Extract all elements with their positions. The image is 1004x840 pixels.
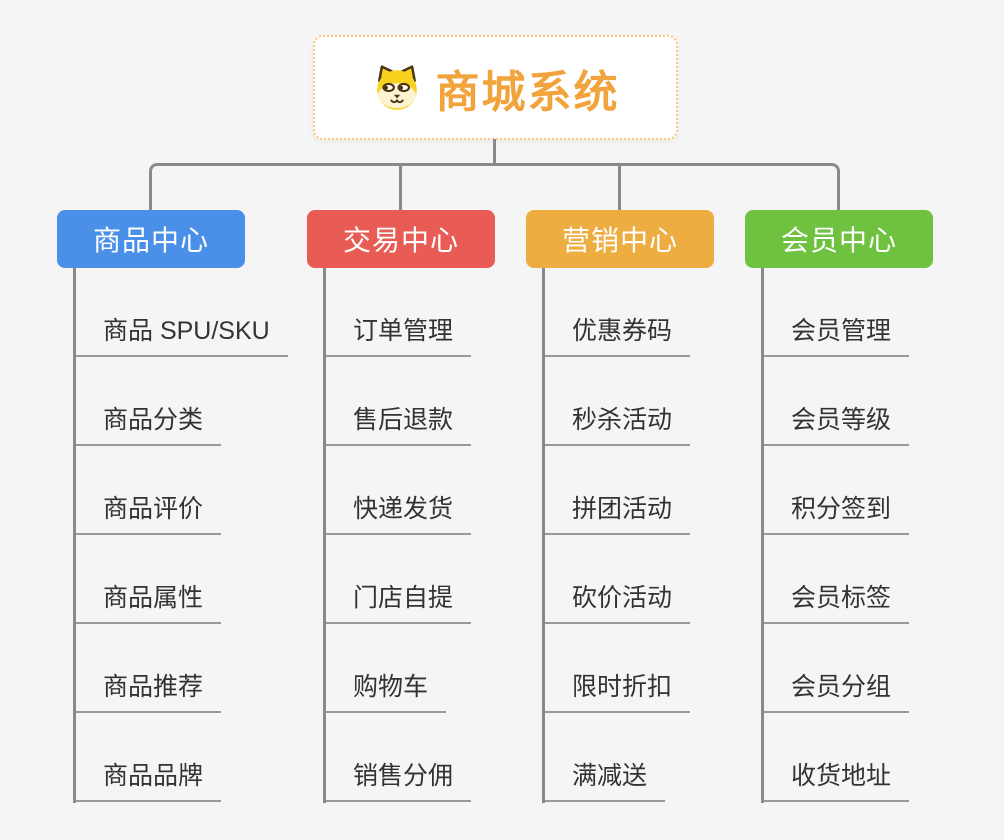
branch-item-label: 秒杀活动 (542, 400, 691, 446)
branch-label: 会员中心 (780, 225, 897, 256)
branch-column-4: 会员中心 会员管理 会员等级 积分签到 会员标签 会员分组 收货地址 (745, 210, 933, 803)
branch-item-label: 会员管理 (761, 311, 910, 357)
branch-header[interactable]: 交易中心 (307, 210, 495, 268)
branch-item-label: 限时折扣 (542, 667, 691, 713)
dog-icon (372, 63, 422, 113)
branch-item-label: 商品推荐 (73, 667, 222, 713)
branch-header[interactable]: 商品中心 (57, 210, 245, 268)
branch-item-label: 销售分佣 (323, 756, 472, 802)
branch-item[interactable]: 商品品牌 (57, 713, 245, 802)
branch-item[interactable]: 销售分佣 (307, 713, 495, 802)
branch-item-label: 快递发货 (323, 489, 472, 535)
branch-item-label: 商品评价 (73, 489, 222, 535)
branch-label: 交易中心 (342, 225, 459, 256)
branch-item-label: 售后退款 (323, 400, 472, 446)
branch-item[interactable]: 优惠券码 (526, 268, 714, 357)
branch-item[interactable]: 砍价活动 (526, 535, 714, 624)
branch-item-label: 门店自提 (323, 578, 472, 624)
branch-item[interactable]: 购物车 (307, 624, 495, 713)
branch-vertical-line (323, 268, 326, 803)
branch-item[interactable]: 限时折扣 (526, 624, 714, 713)
branch-item[interactable]: 商品 SPU/SKU (57, 268, 288, 357)
branch-item[interactable]: 商品属性 (57, 535, 245, 624)
branch-items: 订单管理 售后退款 快递发货 门店自提 购物车 销售分佣 (307, 268, 495, 802)
connector-root-stub (493, 139, 496, 164)
branch-item[interactable]: 门店自提 (307, 535, 495, 624)
branch-item-label: 商品 SPU/SKU (73, 311, 288, 357)
branch-vertical-line (542, 268, 545, 803)
branch-vertical-line (761, 268, 764, 803)
branch-column-3: 营销中心 优惠券码 秒杀活动 拼团活动 砍价活动 限时折扣 满减送 (526, 210, 714, 803)
branch-label: 营销中心 (561, 225, 678, 256)
branch-item-label: 会员分组 (761, 667, 910, 713)
branch-item-label: 收货地址 (761, 756, 910, 802)
connector-bus (149, 163, 840, 211)
branch-items: 商品 SPU/SKU 商品分类 商品评价 商品属性 商品推荐 商品品牌 (57, 268, 288, 802)
branch-item[interactable]: 会员等级 (745, 357, 933, 446)
branch-item[interactable]: 售后退款 (307, 357, 495, 446)
branch-items: 会员管理 会员等级 积分签到 会员标签 会员分组 收货地址 (745, 268, 933, 802)
branch-item[interactable]: 商品评价 (57, 446, 245, 535)
branch-item[interactable]: 拼团活动 (526, 446, 714, 535)
branch-item-label: 拼团活动 (542, 489, 691, 535)
branch-label: 商品中心 (92, 225, 209, 256)
branch-column-1: 商品中心 商品 SPU/SKU 商品分类 商品评价 商品属性 商品推荐 商品品牌 (57, 210, 288, 803)
branch-item[interactable]: 商品分类 (57, 357, 245, 446)
branch-item-label: 商品品牌 (73, 756, 222, 802)
branch-header[interactable]: 会员中心 (745, 210, 933, 268)
branch-item-label: 订单管理 (323, 311, 472, 357)
branch-item-label: 商品分类 (73, 400, 222, 446)
branch-item[interactable]: 订单管理 (307, 268, 495, 357)
branch-item-label: 会员标签 (761, 578, 910, 624)
branch-item-label: 砍价活动 (542, 578, 691, 624)
branch-items: 优惠券码 秒杀活动 拼团活动 砍价活动 限时折扣 满减送 (526, 268, 714, 802)
connector-drop (399, 165, 402, 211)
connector-drop (618, 165, 621, 211)
branch-item[interactable]: 会员分组 (745, 624, 933, 713)
branch-item-label: 购物车 (323, 667, 447, 713)
branch-item-label: 商品属性 (73, 578, 222, 624)
branch-item[interactable]: 快递发货 (307, 446, 495, 535)
root-title: 商城系统 (435, 67, 620, 117)
branch-item[interactable]: 会员管理 (745, 268, 933, 357)
branch-item[interactable]: 满减送 (526, 713, 714, 802)
root-node[interactable]: 商城系统 (313, 35, 678, 140)
branch-item-label: 积分签到 (761, 489, 910, 535)
branch-item[interactable]: 收货地址 (745, 713, 933, 802)
branch-vertical-line (73, 268, 76, 803)
branch-item-label: 会员等级 (761, 400, 910, 446)
branch-item[interactable]: 商品推荐 (57, 624, 245, 713)
branch-item-label: 优惠券码 (542, 311, 691, 357)
branch-item[interactable]: 秒杀活动 (526, 357, 714, 446)
branch-item[interactable]: 积分签到 (745, 446, 933, 535)
branch-item-label: 满减送 (542, 756, 666, 802)
branch-column-2: 交易中心 订单管理 售后退款 快递发货 门店自提 购物车 销售分佣 (307, 210, 495, 803)
branch-header[interactable]: 营销中心 (526, 210, 714, 268)
branch-item[interactable]: 会员标签 (745, 535, 933, 624)
